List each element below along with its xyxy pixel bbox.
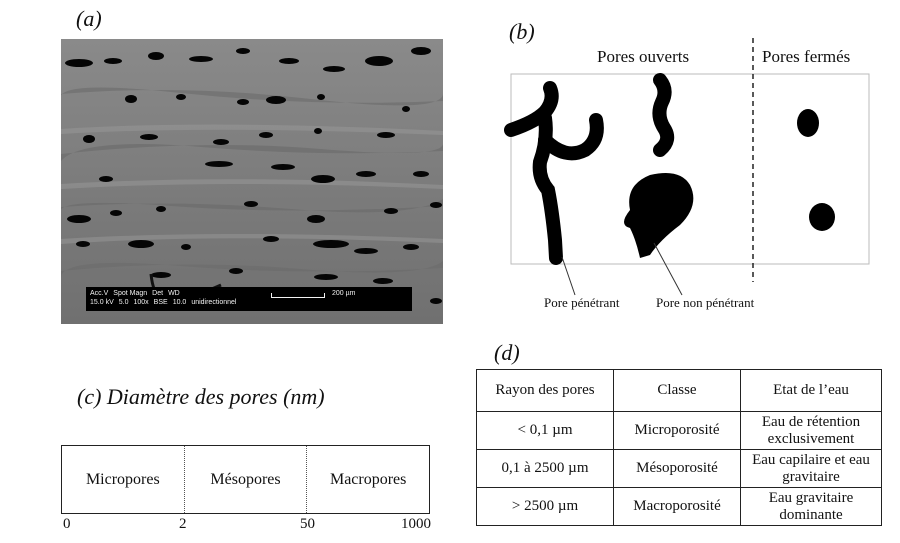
sem-databar: Acc.V Spot Magn Det WD 15.0 kV 5.0 100x … [86, 287, 412, 311]
header-water-state: Etat de l’eau [740, 369, 882, 412]
class-mesopores: Mésopores [183, 446, 307, 513]
cell-class: Microporosité [613, 411, 741, 450]
sem-value-det: BSE [153, 299, 168, 306]
class-micropores: Micropores [85, 470, 160, 488]
panel-a-label: (a) [76, 6, 102, 31]
header-class: Classe [613, 369, 741, 412]
cell-class: Macroporosité [613, 487, 741, 526]
panel-d-label: (d) [494, 340, 520, 365]
table-row: 0,1 à 2500 µm Mésoporosité Eau capilaire… [476, 449, 882, 488]
tick-2: 2 [179, 516, 187, 532]
closed-pore-2 [809, 203, 835, 231]
cell-class: Mésoporosité [613, 449, 741, 488]
scale-bar [271, 293, 325, 298]
tick-50: 50 [300, 516, 315, 532]
sem-value-magn: 100x [133, 299, 149, 306]
cell-radius: 0,1 à 2500 µm [476, 449, 614, 488]
cell-water-state: Eau capilaire et eau gravitaire [740, 449, 882, 488]
cell-water-state: Eau de rétention exclusivement [740, 411, 882, 450]
tick-1000: 1000 [401, 516, 431, 532]
penetrating-pore-label: Pore pénétrant [544, 295, 620, 310]
open-pores-label: Pores ouverts [597, 47, 690, 66]
closed-pore-1 [797, 109, 819, 137]
cell-radius: < 0,1 µm [476, 411, 614, 450]
porosity-table: Rayon des pores Classe Etat de l’eau < 0… [476, 369, 882, 526]
sem-field-det: Det [152, 290, 164, 297]
sem-value-spot: 5.0 [118, 299, 129, 306]
header-pore-radius: Rayon des pores [476, 369, 614, 412]
class-macropores: Macropores [306, 446, 429, 513]
sem-value-wd: 10.0 [172, 299, 187, 306]
panel-b-label: (b) [509, 19, 535, 44]
sem-field-wd: WD [168, 290, 180, 297]
non-penetrating-pore-label: Pore non pénétrant [656, 295, 755, 310]
table-row: > 2500 µm Macroporosité Eau gravitaire d… [476, 487, 882, 526]
panel-c-title: (c) Diamètre des pores (nm) [77, 384, 325, 409]
non-penetrating-pore [624, 172, 694, 258]
tick-0: 0 [63, 516, 71, 532]
sem-value-sample: unidirectionnel [191, 299, 237, 306]
pore-diameter-scale: Micropores Mésopores Macropores [61, 445, 430, 514]
sem-field-accv: Acc.V [90, 290, 109, 297]
scale-bar-label: 200 µm [332, 290, 356, 297]
table-header-row: Rayon des pores Classe Etat de l’eau [476, 369, 882, 412]
table-row: < 0,1 µm Microporosité Eau de rétention … [476, 411, 882, 450]
cell-water-state: Eau gravitaire dominante [740, 487, 882, 526]
sem-value-kv: 15.0 kV [90, 299, 114, 306]
cell-radius: > 2500 µm [476, 487, 614, 526]
sem-micrograph [61, 39, 443, 324]
sem-field-spot-magn: Spot Magn [113, 290, 148, 297]
closed-pores-label: Pores fermés [762, 47, 851, 66]
